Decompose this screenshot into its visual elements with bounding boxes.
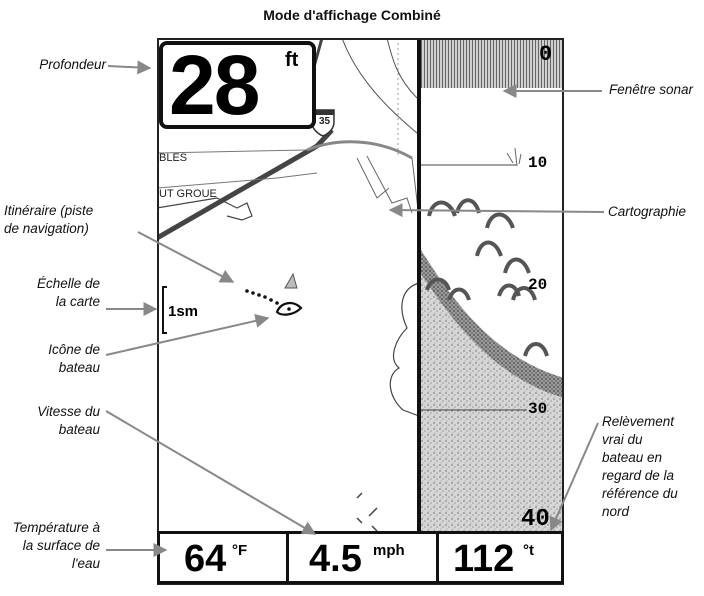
navigation-trail: [245, 289, 279, 305]
callout-icone-bateau: Icône de bateau: [48, 342, 100, 375]
highway-shield-icon: [311, 109, 335, 137]
highway-number: 35: [319, 116, 331, 127]
map-roads: [159, 149, 318, 189]
fish-arch: [523, 342, 549, 357]
map-label-bles: BLES: [159, 152, 188, 164]
sonar-area: [421, 40, 562, 538]
temperature-value: 64: [184, 538, 227, 580]
diagram-title: Mode d'affichage Combiné: [263, 7, 441, 23]
depth-unit: ft: [285, 49, 299, 71]
depth-tick-30: 30: [528, 400, 548, 418]
heading-unit: °t: [523, 542, 534, 559]
fish-arch: [511, 286, 537, 301]
temperature-readout: 64 °F: [160, 534, 289, 581]
boat-icon: [275, 302, 303, 316]
fish-arch: [485, 212, 515, 229]
map-shoreline-north: [342, 40, 418, 134]
callout-temperature: Température à la surface de l'eau: [12, 520, 100, 571]
callout-profondeur: Profondeur: [39, 57, 106, 72]
callout-cartographie: Cartographie: [608, 204, 687, 219]
depth-tick-20: 20: [528, 276, 548, 294]
map-island-coast: [389, 282, 420, 417]
sonar-bottom-line: [421, 250, 562, 398]
callout-vitesse: Vitesse du bateau: [37, 404, 100, 437]
depth-tick-10: 10: [528, 154, 548, 172]
speed-value: 4.5: [309, 538, 362, 580]
sonar-depth-lines: [421, 164, 527, 411]
map-shoreline-west: [159, 197, 253, 221]
depth-value: 28: [169, 38, 260, 132]
map-sonar-divider: [417, 40, 421, 583]
heading-arrow-icon: [284, 272, 298, 289]
status-bar: 64 °F 4.5 mph 112 °t: [157, 531, 564, 584]
screen-artwork: [159, 40, 562, 583]
map-arc: [306, 140, 413, 160]
fish-arch: [455, 198, 481, 214]
callout-echelle: Échelle de la carte: [36, 276, 100, 309]
temperature-unit: °F: [232, 542, 248, 559]
fish-arch: [447, 287, 471, 301]
depth-readout: 28 ft: [159, 38, 316, 132]
speed-unit: mph: [373, 542, 405, 559]
sonar-surface-clutter: [421, 40, 562, 88]
depth-tick-0: 0: [539, 42, 553, 67]
map-scale-label: 1sm: [168, 303, 199, 320]
callout-itineraire: Itinéraire (piste de navigation): [4, 203, 94, 236]
callout-relevement: Relèvement vrai du bateau en regard de l…: [602, 414, 678, 519]
sonar-clutter-mark: [506, 147, 522, 167]
map-scale-bracket: [162, 286, 167, 334]
heading-value: 112: [453, 538, 515, 580]
speed-readout: 4.5 mph: [289, 534, 439, 581]
map-area: [159, 40, 420, 532]
fish-arch: [503, 257, 531, 274]
fish-arch: [425, 277, 451, 291]
callout-fenetre-sonar: Fenêtre sonar: [609, 82, 694, 97]
leader-profondeur: [107, 60, 152, 75]
highway-road: [159, 128, 334, 240]
depth-tick-40: 40: [521, 506, 550, 533]
map-coast-detail: [356, 155, 420, 219]
map-islets: [356, 492, 378, 532]
heading-readout: 112 °t: [439, 534, 561, 581]
map-label-groue: UT GROUE: [159, 188, 217, 200]
fish-arch: [427, 200, 457, 217]
fish-arch: [475, 240, 503, 257]
